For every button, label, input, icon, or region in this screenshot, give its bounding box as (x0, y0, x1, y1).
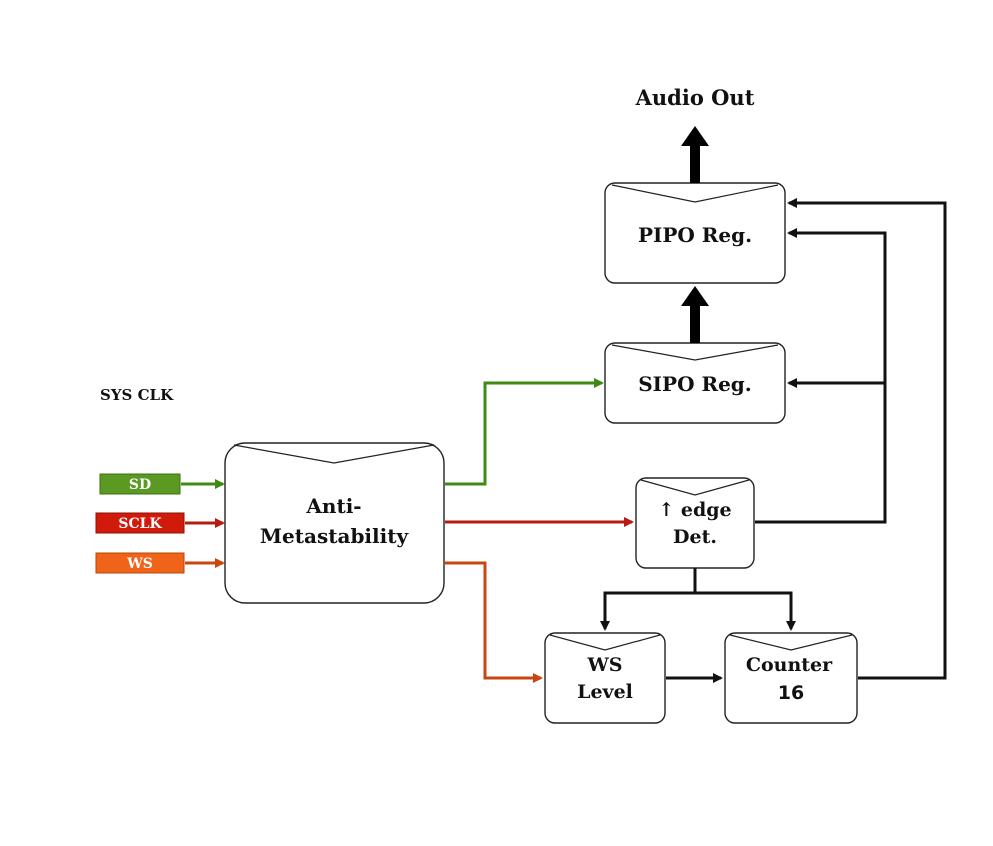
pipo-reg-label: PIPO Reg. (638, 223, 752, 247)
edge-det-label-1: ↑ edge (658, 499, 731, 521)
input-sclk: SCLK (95, 512, 185, 534)
ws-level-label-1: WS (586, 654, 622, 676)
edge-to-counter-wire (695, 591, 796, 631)
ws-level-label-2: Level (577, 681, 633, 703)
anti-metastability-label-2: Metastability (260, 524, 410, 548)
pipo-clock-notch (611, 184, 779, 203)
edge-to-pipo-wire (755, 228, 887, 524)
edge-det-clock-notch (640, 479, 750, 496)
counter-clock-notch (729, 634, 853, 651)
counter-to-pipo-wire (787, 198, 947, 680)
anti-metastability-block: Anti- Metastability (224, 442, 445, 604)
edge-to-ws-level-wire (600, 568, 697, 631)
sipo-reg-block: SIPO Reg. (604, 342, 786, 424)
edge-det-label-2: Det. (673, 526, 717, 548)
input-sd: SD (99, 473, 181, 495)
anti-metastability-label-1: Anti- (305, 494, 361, 518)
sipo-reg-label: SIPO Reg. (638, 372, 752, 396)
ws-tag-label: WS (126, 556, 153, 572)
sd-tag-label: SD (129, 477, 151, 493)
sipo-to-pipo-bus-arrow (681, 286, 709, 343)
sclk-tag-label: SCLK (118, 516, 162, 532)
counter-label-2: 16 (778, 682, 804, 704)
edge-det-box (635, 477, 755, 569)
anti-metastability-clock-notch (233, 444, 435, 464)
sipo-clock-notch (611, 344, 779, 361)
audio-out-label: Audio Out (635, 85, 755, 110)
ws-level-block: WS Level (544, 632, 666, 724)
ws-tag (95, 552, 185, 574)
anti-metastability-box (224, 442, 445, 604)
ws-to-ws-level-wire (445, 561, 543, 683)
pipo-reg-block: PIPO Reg. (604, 182, 786, 284)
edge-det-block: ↑ edge Det. (635, 477, 755, 569)
pipo-to-audio-out-bus-arrow (681, 126, 709, 183)
sd-to-sipo-wire (445, 378, 604, 486)
input-ws: WS (95, 552, 185, 574)
sd-tag (99, 473, 181, 495)
counter-block: Counter 16 (724, 632, 858, 724)
counter-label-1: Counter (746, 654, 833, 676)
sclk-tag (95, 512, 185, 534)
counter-box (724, 632, 858, 724)
ws-level-clock-notch (549, 634, 661, 651)
ws-level-box (544, 632, 666, 724)
sys-clk-label: SYS CLK (100, 386, 174, 404)
